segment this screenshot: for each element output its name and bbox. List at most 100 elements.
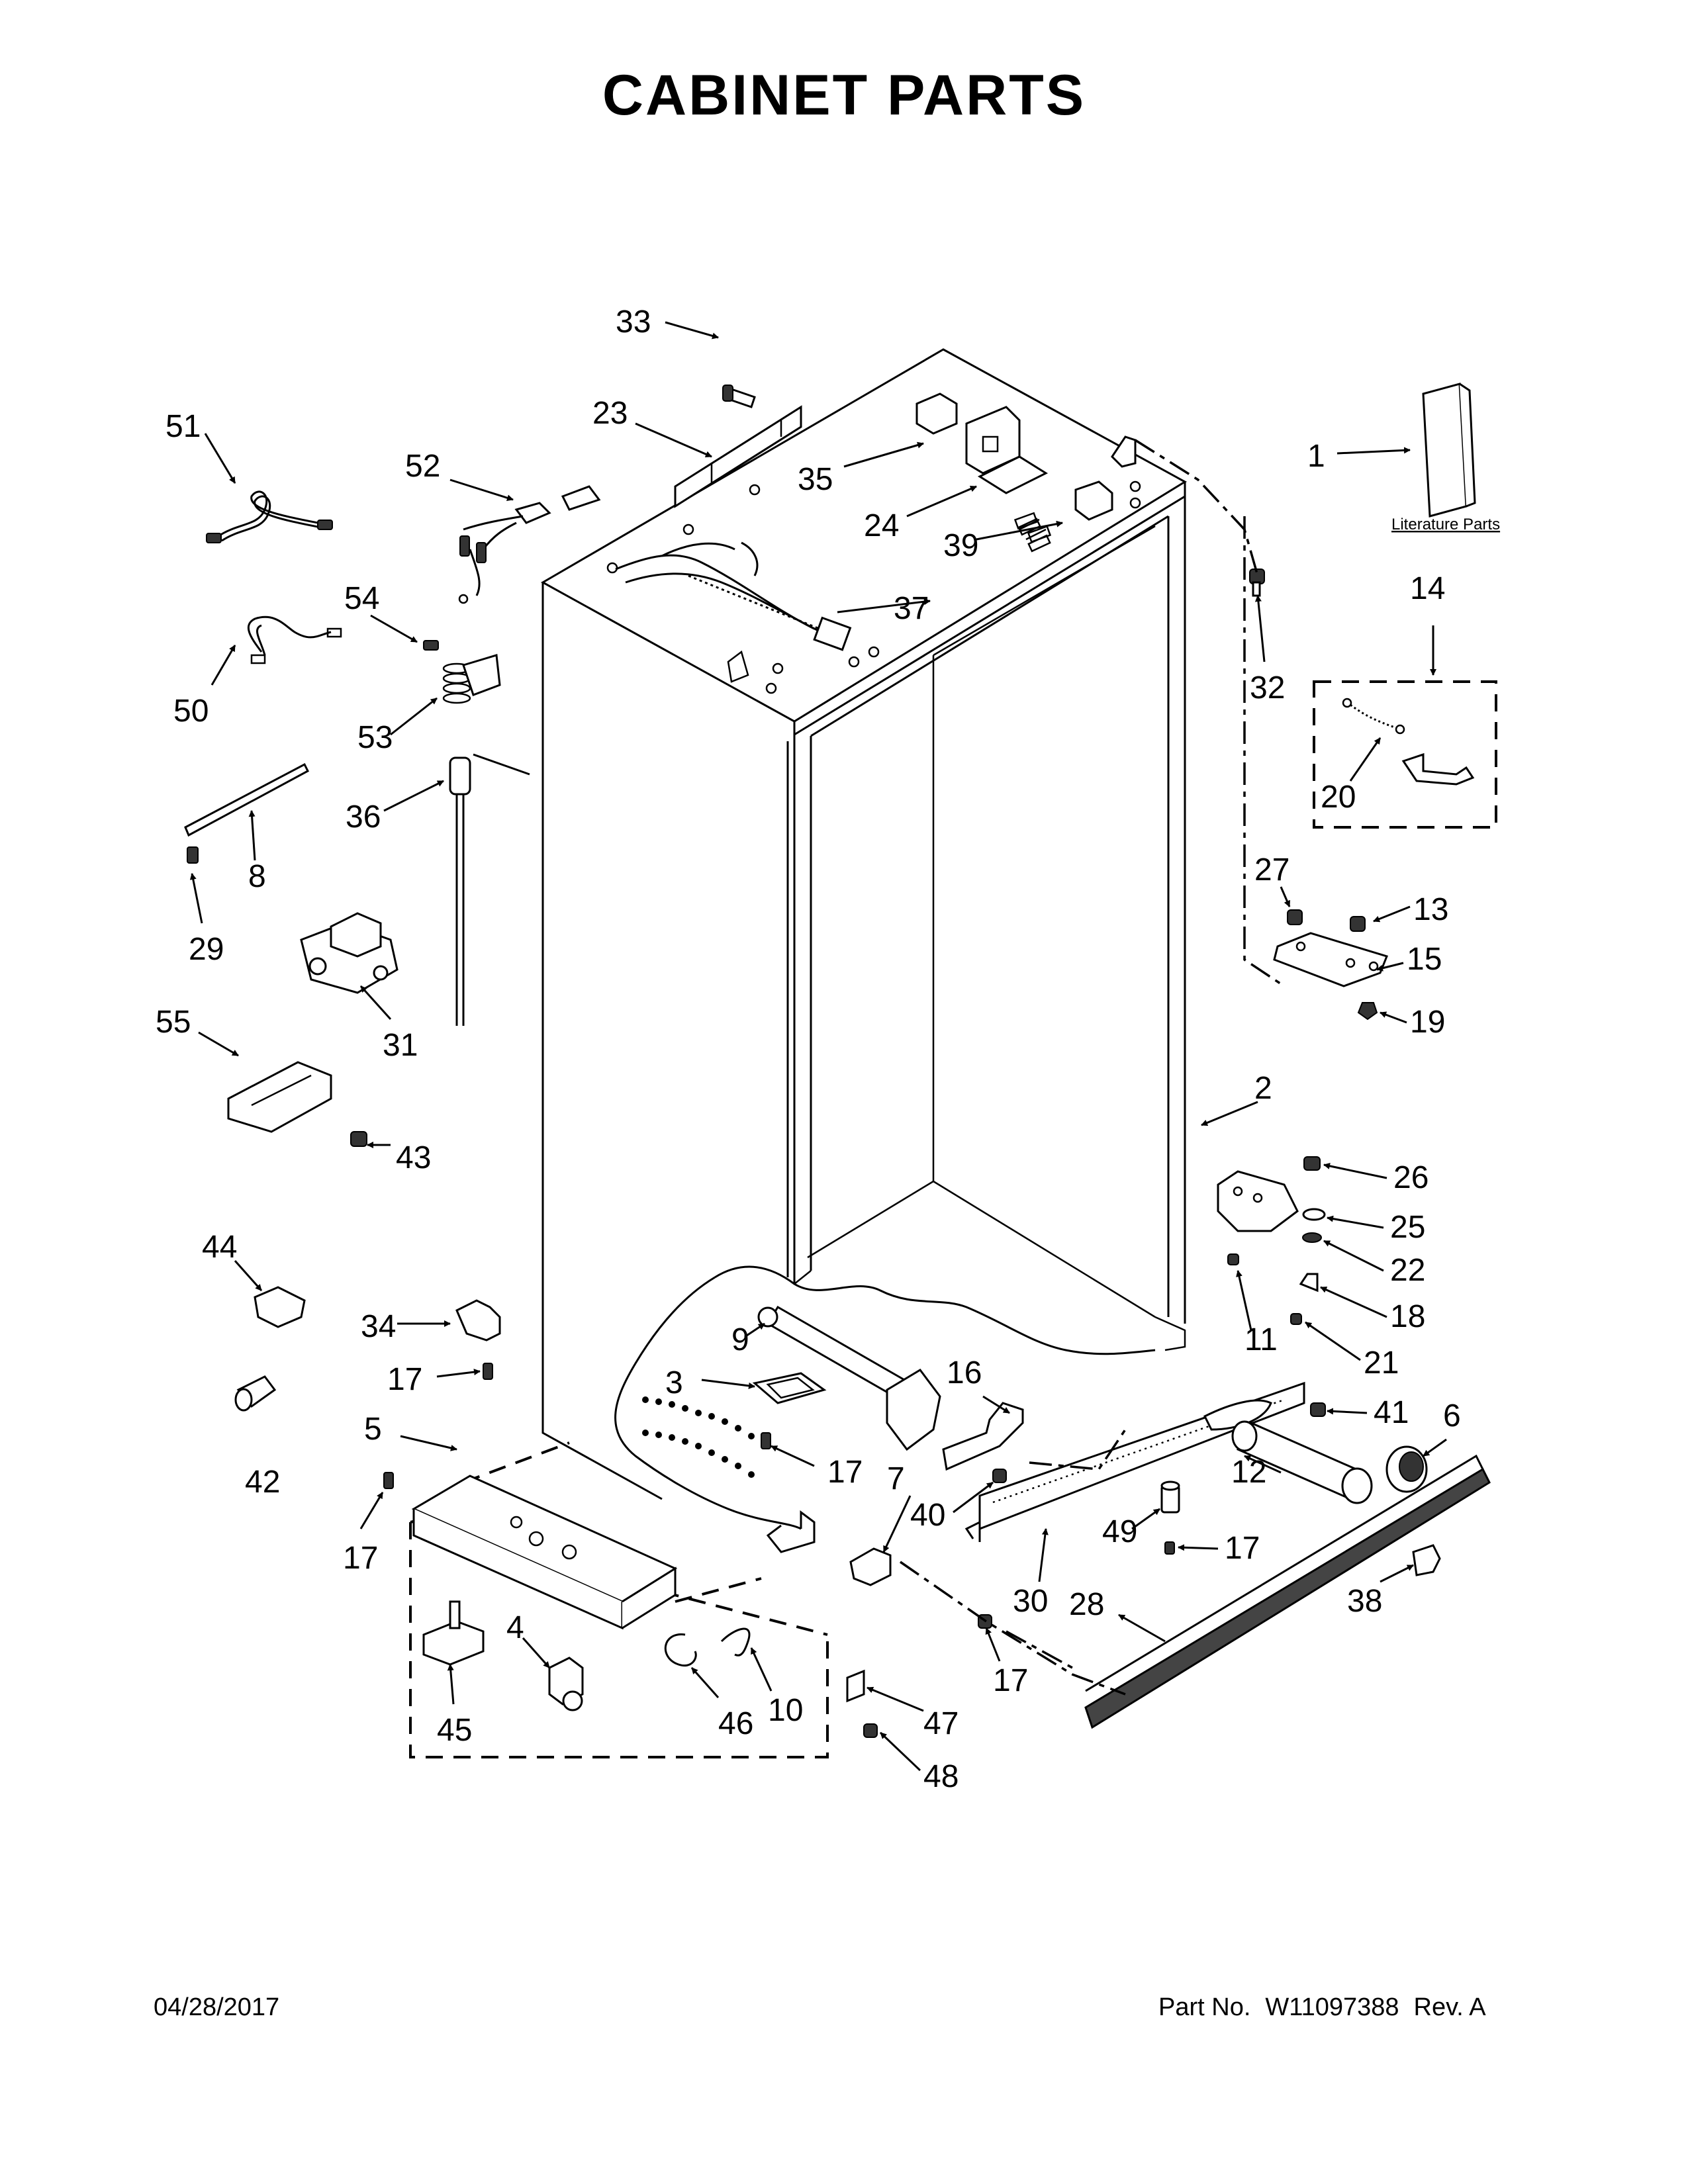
wire-harness-52 xyxy=(458,485,601,604)
pin-18 xyxy=(1299,1273,1319,1293)
callout-51: 51 xyxy=(165,409,201,444)
screw-11 xyxy=(1227,1253,1239,1265)
callout-50: 50 xyxy=(173,694,209,729)
callout-10: 10 xyxy=(768,1693,803,1728)
callout-48: 48 xyxy=(923,1759,959,1794)
callout-52: 52 xyxy=(405,449,440,484)
part-prefix: Part No. xyxy=(1158,1993,1251,2021)
callout-45: 45 xyxy=(437,1713,472,1748)
callout-12: 12 xyxy=(1231,1455,1266,1490)
bottom-hinge-bracket-11 xyxy=(1217,1170,1299,1232)
callout-27: 27 xyxy=(1254,852,1289,887)
group-box-14 xyxy=(1313,680,1497,829)
callout-8: 8 xyxy=(248,859,266,894)
callout-25: 25 xyxy=(1390,1210,1425,1245)
callout-33: 33 xyxy=(616,304,651,340)
spacer-49 xyxy=(1160,1480,1180,1514)
washer-22 xyxy=(1302,1232,1322,1243)
washer-25 xyxy=(1302,1208,1326,1221)
guide-line-top xyxy=(1135,439,1259,576)
callout-5: 5 xyxy=(364,1412,382,1447)
callout-46: 46 xyxy=(718,1706,753,1741)
callout-17-b: 17 xyxy=(827,1455,863,1490)
bracket-55 xyxy=(227,1061,332,1133)
callout-29: 29 xyxy=(189,932,224,967)
spring-53 xyxy=(442,654,501,704)
callout-7: 7 xyxy=(887,1461,905,1496)
part-4 xyxy=(548,1657,584,1711)
callout-43: 43 xyxy=(396,1140,431,1175)
wire-harness-37 xyxy=(615,541,852,651)
screw-43 xyxy=(350,1131,367,1147)
callout-31: 31 xyxy=(383,1028,418,1063)
screw-33 xyxy=(722,385,756,408)
screw-54 xyxy=(423,640,439,651)
callout-37: 37 xyxy=(894,591,929,626)
callout-38: 38 xyxy=(1347,1584,1382,1619)
bracket-20 xyxy=(1401,752,1475,786)
clip-7 xyxy=(849,1547,892,1586)
callout-19: 19 xyxy=(1410,1005,1445,1040)
callout-26: 26 xyxy=(1393,1160,1429,1195)
callout-53: 53 xyxy=(357,720,393,755)
part-45 xyxy=(422,1600,485,1666)
callout-54: 54 xyxy=(344,581,379,616)
callout-42: 42 xyxy=(245,1465,280,1500)
callout-11: 11 xyxy=(1244,1322,1278,1357)
callout-40: 40 xyxy=(910,1498,945,1533)
clip-44 xyxy=(254,1286,306,1328)
callout-28: 28 xyxy=(1069,1587,1104,1622)
revision: Rev. A xyxy=(1413,1993,1486,2021)
screw-32 xyxy=(1249,569,1265,597)
callout-9: 9 xyxy=(731,1322,749,1357)
callout-32: 32 xyxy=(1250,670,1285,705)
callout-24: 24 xyxy=(864,508,899,543)
toe-strip-28 xyxy=(1084,1454,1491,1729)
callout-numbers: 33 23 51 52 35 24 39 37 1 Literature Par… xyxy=(156,304,1500,1794)
callout-41: 41 xyxy=(1374,1395,1409,1430)
callout-15: 15 xyxy=(1407,942,1442,977)
callout-1: 1 xyxy=(1307,439,1325,474)
callout-17: 17 xyxy=(1225,1531,1260,1566)
callout-20: 20 xyxy=(1321,780,1356,815)
callout-30: 30 xyxy=(1013,1584,1048,1619)
callout-55: 55 xyxy=(156,1005,191,1040)
literature-label: Literature Parts xyxy=(1391,516,1500,533)
snap-ring-46 xyxy=(664,1633,697,1667)
wire-51 xyxy=(206,490,333,543)
callout-17-d: 17 xyxy=(993,1663,1028,1698)
callout-6: 6 xyxy=(1443,1398,1461,1433)
callout-16: 16 xyxy=(947,1355,982,1390)
footer-part-number: Part No. W11097388 Rev. A xyxy=(1158,1993,1501,2022)
leader-lines xyxy=(189,321,1447,1772)
cabinet-body xyxy=(540,348,1187,1500)
screw-17-c xyxy=(1164,1541,1175,1555)
callout-47: 47 xyxy=(923,1706,959,1741)
callout-35: 35 xyxy=(798,462,833,497)
callout-22: 22 xyxy=(1390,1253,1425,1288)
screw-40 xyxy=(992,1469,1007,1483)
screw-48 xyxy=(863,1723,878,1738)
screw-26 xyxy=(1303,1156,1321,1171)
water-valve-31 xyxy=(300,912,399,994)
bracket-47 xyxy=(846,1669,865,1703)
top-hinge-pin xyxy=(1111,435,1137,468)
top-surface-details xyxy=(606,480,1141,694)
screw-27 xyxy=(1287,909,1303,925)
callout-36: 36 xyxy=(346,799,381,835)
screw-21 xyxy=(1290,1313,1302,1325)
water-filter-12 xyxy=(1231,1420,1373,1504)
callout-21: 21 xyxy=(1364,1345,1399,1381)
guide-line-bottom-a xyxy=(1029,1429,1127,1471)
bracket-16 xyxy=(942,1402,1024,1471)
screw-13 xyxy=(1350,916,1366,932)
guide-line-right xyxy=(1243,516,1285,987)
water-tube-36 xyxy=(449,753,530,1026)
callout-2: 2 xyxy=(1254,1071,1272,1106)
screw-41 xyxy=(1310,1402,1326,1417)
part-number: W11097388 xyxy=(1265,1993,1399,2021)
literature-parts-1 xyxy=(1422,383,1476,518)
guide-line-bottom-c xyxy=(1006,1630,1073,1669)
callout-13: 13 xyxy=(1413,892,1448,927)
